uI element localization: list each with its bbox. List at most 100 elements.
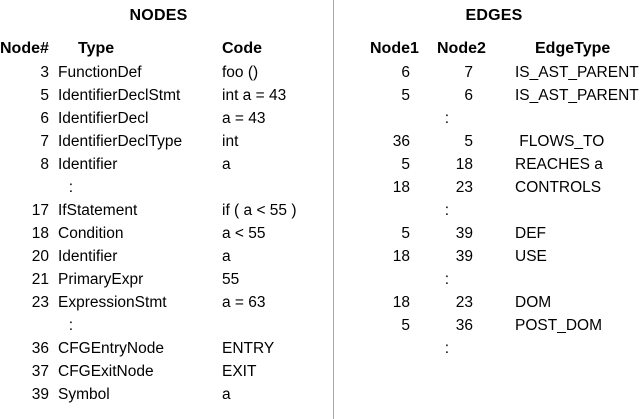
nodes-cell-code: a — [222, 248, 231, 265]
edges-cell-node1: 5 — [401, 156, 410, 173]
nodes-cell-type: CFGExitNode — [58, 363, 154, 380]
edges-cell-edge-type: DOM — [515, 294, 552, 311]
edges-cell-node2: 39 — [455, 225, 473, 242]
nodes-cell-node-number: 6 — [40, 110, 49, 127]
edges-cell-edge-type: FLOWS_TO — [515, 133, 605, 150]
edges-cell-node2: 23 — [455, 179, 473, 196]
nodes-cell-code: int — [222, 133, 239, 150]
edges-cell-node1: 18 — [392, 179, 410, 196]
edges-row: 5 18 REACHES a — [334, 153, 640, 176]
nodes-row: 23 ExpressionStmt a = 63 — [0, 291, 333, 314]
nodes-cell-type: ExpressionStmt — [58, 294, 167, 311]
nodes-cell-node-number: 23 — [31, 294, 49, 311]
nodes-row: 5 IdentifierDeclStmt int a = 43 — [0, 84, 333, 107]
edges-table-header-row: Node1 Node2 EdgeType — [334, 36, 640, 61]
nodes-cell-type: IdentifierDeclType — [58, 133, 183, 150]
edges-header-node1: Node1 — [370, 40, 419, 57]
edges-cell-node1: 18 — [392, 294, 410, 311]
nodes-cell-code: a < 55 — [222, 225, 266, 242]
edges-header-edge-type: EdgeType — [535, 40, 611, 57]
edges-cell-node2: 36 — [455, 317, 473, 334]
nodes-row: 7 IdentifierDeclType int — [0, 130, 333, 153]
nodes-cell-type: Condition — [58, 225, 124, 242]
nodes-cell-code: a — [222, 386, 231, 403]
nodes-cell-code: int a = 43 — [222, 87, 287, 104]
nodes-cell-type: IdentifierDecl — [58, 110, 149, 127]
nodes-header-type: Type — [78, 40, 115, 57]
nodes-row: 39 Symbol a — [0, 383, 333, 406]
nodes-cell-node-number: 21 — [31, 271, 49, 288]
edges-row: 18 23 CONTROLS — [334, 176, 640, 199]
edges-continuation-row: : — [334, 199, 640, 222]
edges-cell-edge-type: USE — [515, 248, 547, 265]
edges-cell-edge-type: CONTROLS — [515, 179, 602, 196]
edges-row: 5 39 DEF — [334, 222, 640, 245]
nodes-cell-node-number: 5 — [40, 87, 49, 104]
nodes-continuation-row: : — [0, 314, 333, 337]
nodes-cell-type: FunctionDef — [58, 64, 142, 81]
nodes-header-node-number: Node# — [0, 40, 49, 57]
nodes-cell-code: if ( a < 55 ) — [222, 202, 297, 219]
nodes-cell-type: IdentifierDeclStmt — [58, 87, 181, 104]
nodes-cell-type: PrimaryExpr — [58, 271, 144, 288]
edges-cell-node2: 6 — [464, 87, 473, 104]
edges-continuation-row: : — [334, 337, 640, 360]
edges-cell-edge-type: POST_DOM — [515, 317, 602, 334]
nodes-cell-node-number: 37 — [31, 363, 49, 380]
nodes-cell-code: a = 43 — [222, 110, 266, 127]
nodes-header-code: Code — [222, 40, 262, 57]
edges-cell-node2: 39 — [455, 248, 473, 265]
nodes-cell-type: Identifier — [58, 248, 118, 265]
nodes-row: 37 CFGExitNode EXIT — [0, 360, 333, 383]
nodes-cell-code: a = 63 — [222, 294, 266, 311]
edges-continuation-row: : — [334, 107, 640, 130]
nodes-cell-code: EXIT — [222, 363, 257, 380]
edges-cell-node2: 18 — [455, 156, 473, 173]
edges-panel-title: EDGES — [465, 7, 523, 24]
edges-cell-edge-type: IS_AST_PARENT — [515, 64, 639, 81]
nodes-cell-node-number: 39 — [31, 386, 49, 403]
edges-row: 5 6 IS_AST_PARENT — [334, 84, 640, 107]
edges-cell-node1: 5 — [401, 317, 410, 334]
nodes-cell-node-number: 36 — [31, 340, 49, 357]
nodes-cell-code: foo () — [222, 64, 259, 81]
edges-cell-node1: 6 — [401, 64, 410, 81]
nodes-cell-node-number: 8 — [40, 156, 49, 173]
nodes-cell-code: 55 — [222, 271, 240, 288]
edges-cell-node2: 7 — [464, 64, 473, 81]
panel-divider — [333, 0, 334, 419]
nodes-cell-node-number: 7 — [40, 133, 49, 150]
edges-header-node2: Node2 — [437, 40, 486, 57]
edges-cell-node1: 5 — [401, 225, 410, 242]
edges-cell-node1: : — [444, 340, 449, 357]
nodes-cell-node-number: : — [68, 317, 73, 334]
nodes-cell-node-number: : — [68, 179, 73, 196]
nodes-row: 20 Identifier a — [0, 245, 333, 268]
nodes-cell-code: ENTRY — [222, 340, 275, 357]
nodes-cell-type: IfStatement — [58, 202, 138, 219]
edges-cell-node2: 5 — [464, 133, 473, 150]
edges-row: 6 7 IS_AST_PARENT — [334, 61, 640, 84]
nodes-cell-node-number: 20 — [31, 248, 49, 265]
edges-cell-node1: : — [444, 202, 449, 219]
edges-cell-node1: 5 — [401, 87, 410, 104]
edges-cell-edge-type: REACHES a — [515, 156, 603, 173]
edges-cell-node1: : — [444, 271, 449, 288]
edges-continuation-row: : — [334, 268, 640, 291]
nodes-cell-type: Symbol — [58, 386, 110, 403]
nodes-row: 21 PrimaryExpr 55 — [0, 268, 333, 291]
edges-cell-edge-type: DEF — [515, 225, 546, 242]
edges-cell-node2: 23 — [455, 294, 473, 311]
edges-cell-edge-type: IS_AST_PARENT — [515, 87, 639, 104]
nodes-continuation-row: : — [0, 176, 333, 199]
